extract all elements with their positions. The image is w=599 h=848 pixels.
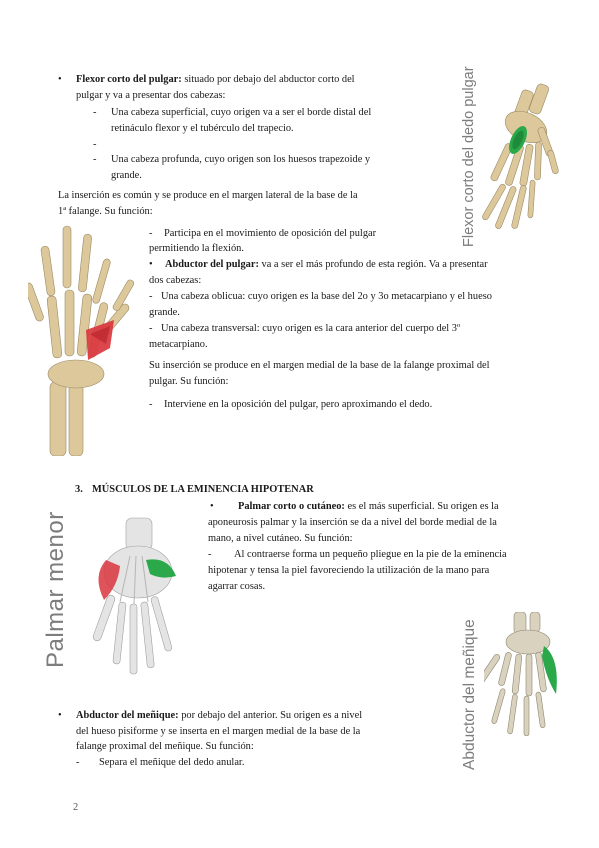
dash: - (93, 107, 97, 118)
section-title: MÚSCULOS DE LA EMINENCIA HIPOTENAR (92, 484, 314, 495)
palmar-function-3: agarrar cosas. (208, 581, 266, 592)
abductor-pulgar-text-2: dos cabezas: (149, 275, 202, 286)
flexor-heading-line: Flexor corto del pulgar: situado por deb… (76, 72, 355, 88)
dash: - (149, 291, 153, 302)
palmar-heading-line: Palmar corto o cutáneo: es el más superf… (238, 499, 499, 515)
abductor-pulgar-head: Una cabeza transversal: cuyo origen es l… (161, 323, 461, 334)
flexor-function-2: permitiendo la flexión. (149, 243, 244, 254)
palmar-hand-illustration (86, 516, 190, 678)
dash: - (149, 228, 153, 239)
palmar-function-2: hipotenar y tensa la piel favoreciendo l… (208, 565, 490, 576)
abductor-pulgar-title: Abductor del pulgar: (165, 259, 259, 270)
dash: - (93, 154, 97, 165)
list-bullet: • (58, 74, 62, 85)
abductor-pulgar-function: Interviene en la oposición del pulgar, p… (164, 399, 433, 410)
list-bullet: • (210, 501, 214, 512)
dash: - (76, 757, 80, 768)
list-bullet: • (58, 710, 62, 721)
abductor-pulgar-head-cont: metacarpiano. (149, 339, 208, 350)
abductor-pulgar-head: Una cabeza oblicua: cuyo origen es la ba… (161, 291, 492, 302)
abductor-menique-text: por debajo del anterior. Su origen es a … (181, 710, 363, 721)
abductor-pulgar-insertion: Su inserción se produce en el margen med… (149, 360, 490, 371)
abductor-menique-text-3: falange proximal del meñique. Su función… (76, 741, 254, 752)
dash: - (208, 549, 212, 560)
abductor-menique-text-2: del hueso pisiforme y se inserta en el m… (76, 726, 361, 737)
abductor-menique-heading-line: Abductor del meñique: por debajo del ant… (76, 708, 362, 724)
abductor-pulgar-head-cont: grande. (149, 307, 180, 318)
abductor-menique-function: Separa el meñique del dedo anular. (99, 757, 245, 768)
flexor-item: Una cabeza superficial, cuyo origen va a… (111, 107, 372, 118)
flexor-title: Flexor corto del pulgar: (76, 74, 182, 85)
section-number: 3. (75, 484, 83, 495)
flexor-hand-illustration (478, 82, 570, 242)
palmar-function: Al contraerse forma un pequeño pliegue e… (234, 549, 507, 560)
flexor-item: grande. (111, 170, 142, 181)
flexor-insertion-2: 1ª falange. Su función: (58, 206, 153, 217)
abductor-menique-title: Abductor del meñique: (76, 710, 179, 721)
flexor-text-2: pulgar y va a presentar dos cabezas: (76, 90, 226, 101)
dash: - (93, 139, 97, 150)
flexor-text: situado por debajo del abductor corto de… (184, 74, 355, 85)
abductor-pulgar-heading-line: Abductor del pulgar: va a ser el más pro… (165, 257, 488, 273)
flexor-image-label: Flexor corto del dedo pulgar (461, 66, 477, 247)
abductor-menique-hand-illustration (484, 612, 568, 736)
flexor-insertion: La inserción es común y se produce en el… (58, 190, 358, 201)
abductor-pulgar-hand-illustration (28, 224, 138, 456)
palmar-image-label: Palmar menor (42, 511, 69, 668)
abductor-menique-image-label: Abductor del meñique (461, 619, 478, 770)
palmar-text: es el más superficial. Su origen es la (347, 501, 499, 512)
dash: - (149, 323, 153, 334)
page-number: 2 (73, 802, 79, 813)
palmar-text-2: aponeurosis palmar y la inserción se da … (208, 517, 497, 528)
flexor-function: Participa en el movimiento de oposición … (164, 228, 377, 239)
abductor-pulgar-insertion-2: pulgar. Su función: (149, 376, 229, 387)
palmar-title: Palmar corto o cutáneo: (238, 501, 345, 512)
flexor-item: Una cabeza profunda, cuyo origen son los… (111, 154, 371, 165)
dash: - (149, 399, 153, 410)
flexor-item: retináculo flexor y el tubérculo del tra… (111, 123, 294, 134)
abductor-pulgar-text: va a ser el más profundo de esta región.… (261, 259, 488, 270)
palmar-text-3: mano, a nivel cutáneo. Su función: (208, 533, 353, 544)
list-bullet: • (149, 259, 153, 270)
